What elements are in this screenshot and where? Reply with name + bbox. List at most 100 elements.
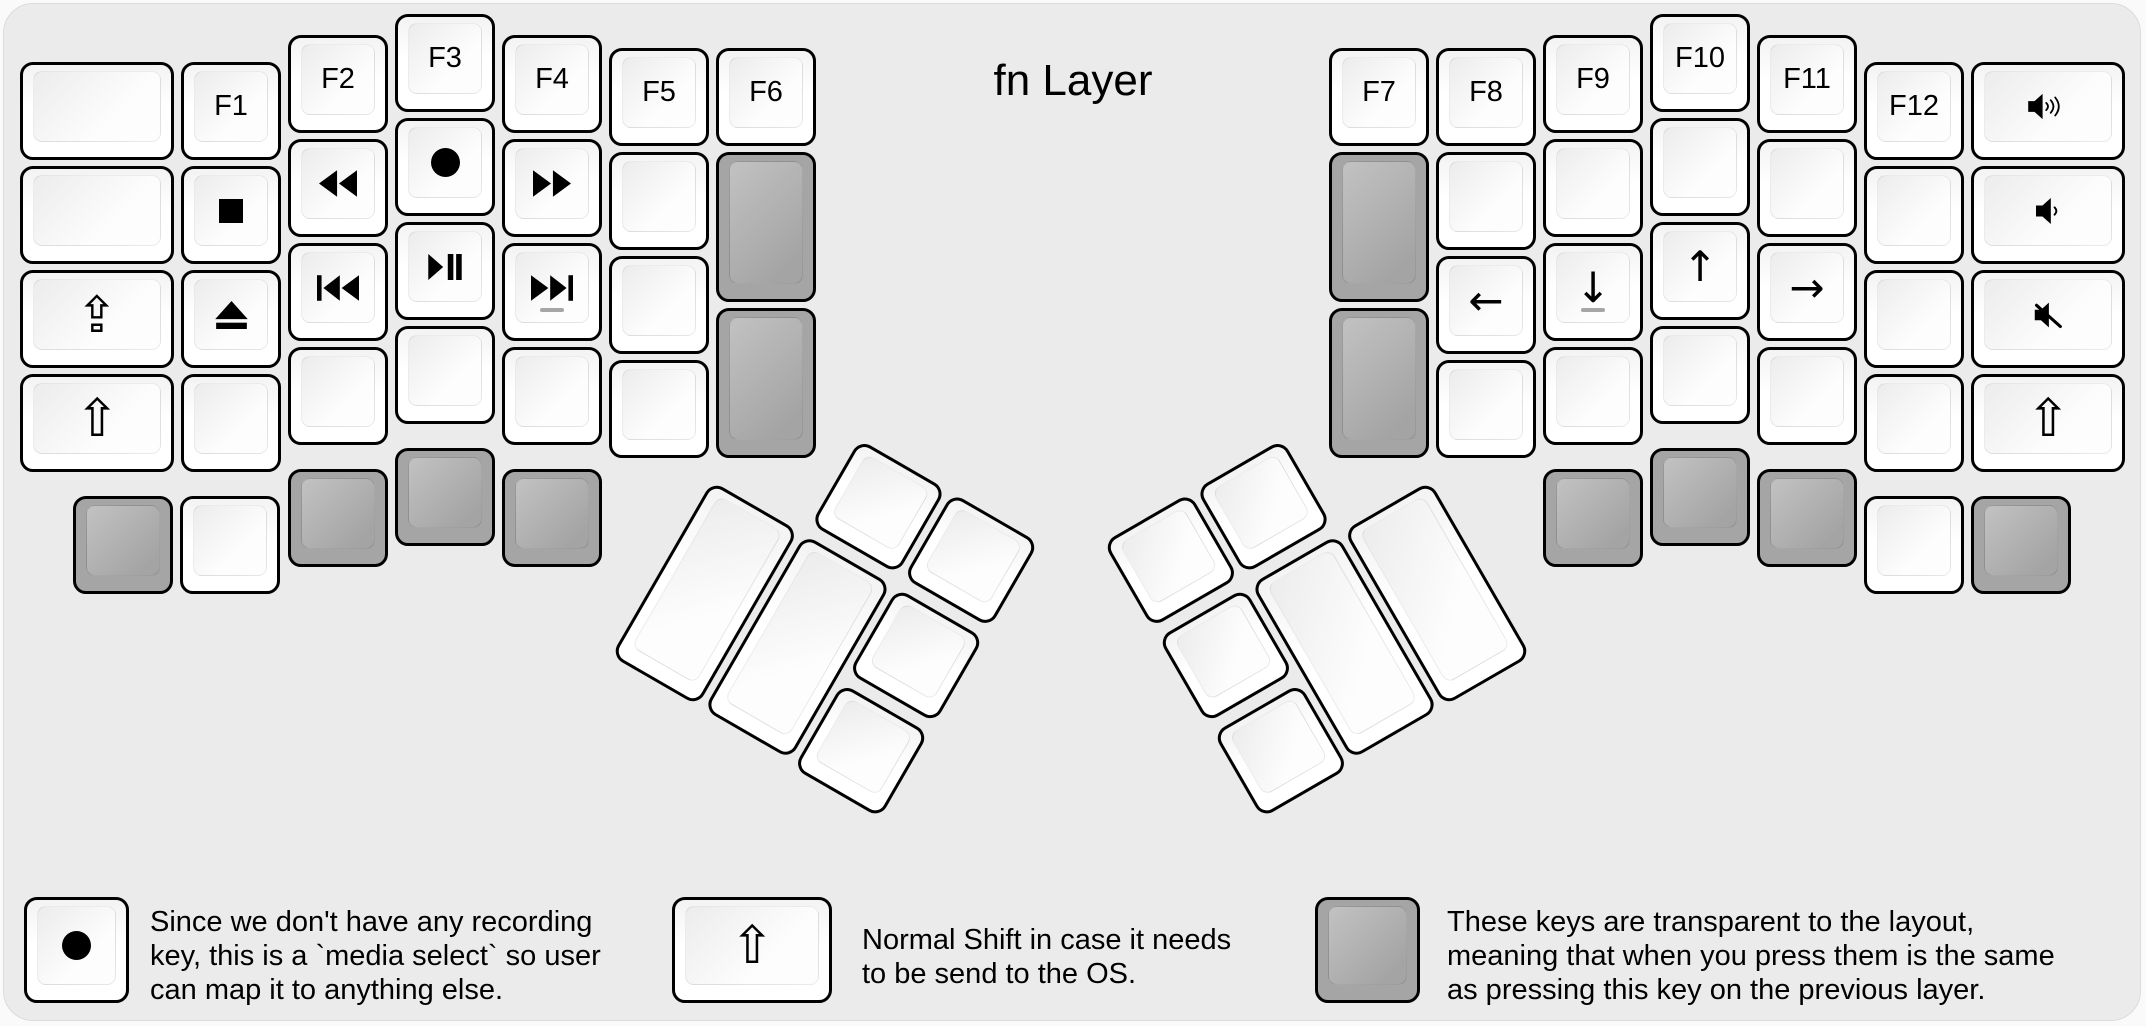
keytop: ⇧ xyxy=(33,383,161,454)
key-f2[interactable]: F2 xyxy=(288,35,388,133)
keytop: F3 xyxy=(408,23,482,94)
key-l-c1-r1[interactable] xyxy=(20,62,174,160)
key-l-c3-r5[interactable] xyxy=(288,469,388,567)
key-l-c7-tall2[interactable] xyxy=(716,308,816,458)
keytop xyxy=(515,148,589,219)
key-eject[interactable] xyxy=(181,270,281,368)
volume-up-icon xyxy=(2028,93,2060,120)
keytop: F2 xyxy=(301,44,375,115)
key-next-track[interactable] xyxy=(502,243,602,341)
key-l-c2-r4[interactable] xyxy=(181,374,281,472)
legend-key-media-select xyxy=(24,897,129,1003)
key-caps-lock[interactable]: ⇪ xyxy=(20,270,174,368)
key-r-c3-r4[interactable] xyxy=(1543,347,1643,445)
keytop xyxy=(622,369,696,440)
key-label: ↓ xyxy=(1575,262,1611,312)
keytop xyxy=(33,71,161,142)
keytop xyxy=(193,505,267,576)
key-r-c6-r4[interactable] xyxy=(1864,374,1964,472)
key-r-c3-r5[interactable] xyxy=(1543,469,1643,567)
key-l-c3-r4[interactable] xyxy=(288,347,388,445)
key-l-c1-r2[interactable] xyxy=(20,166,174,264)
key-f5[interactable]: F5 xyxy=(609,48,709,146)
key-arrow-down[interactable]: ↓ xyxy=(1543,243,1643,341)
legend-line: to be send to the OS. xyxy=(862,958,1137,990)
keytop xyxy=(1342,161,1416,284)
key-f10[interactable]: F10 xyxy=(1650,14,1750,112)
keytop xyxy=(408,127,482,198)
keytop xyxy=(37,906,116,985)
layer-title: fn Layer xyxy=(993,56,1153,105)
keytop xyxy=(1984,175,2112,246)
key-prev-track[interactable] xyxy=(288,243,388,341)
key-f12[interactable]: F12 xyxy=(1864,62,1964,160)
key-r-c1-tall2[interactable] xyxy=(1329,308,1429,458)
key-r-c5-r2[interactable] xyxy=(1757,139,1857,237)
key-volume-up[interactable] xyxy=(1971,62,2125,160)
key-f8[interactable]: F8 xyxy=(1436,48,1536,146)
key-f6[interactable]: F6 xyxy=(716,48,816,146)
play-pause-icon xyxy=(428,253,462,280)
key-label: → xyxy=(1789,262,1825,312)
key-r-bottom-white[interactable] xyxy=(1864,496,1964,594)
keytop: F12 xyxy=(1877,71,1951,142)
key-play-pause[interactable] xyxy=(395,222,495,320)
legend-line: meaning that when you press them is the … xyxy=(1447,940,2055,972)
key-l-c6-r2[interactable] xyxy=(609,152,709,250)
keytop xyxy=(1770,478,1844,549)
key-l-c7-tall1[interactable] xyxy=(716,152,816,302)
key-r-c6-r3[interactable] xyxy=(1864,270,1964,368)
key-rewind[interactable] xyxy=(288,139,388,237)
key-r-c4-r4[interactable] xyxy=(1650,326,1750,424)
record-icon xyxy=(62,931,91,960)
key-r-bottom-gray[interactable] xyxy=(1971,496,2071,594)
key-arrow-right[interactable]: → xyxy=(1757,243,1857,341)
key-arrow-left[interactable]: ← xyxy=(1436,256,1536,354)
key-l-c5-r5[interactable] xyxy=(502,469,602,567)
keytop: F4 xyxy=(515,44,589,115)
key-l-bottom2[interactable] xyxy=(180,496,280,594)
key-r-c2-r2[interactable] xyxy=(1436,152,1536,250)
key-l-c6-r3[interactable] xyxy=(609,256,709,354)
key-shift-right[interactable]: ⇧ xyxy=(1971,374,2125,472)
keytop: F11 xyxy=(1770,44,1844,115)
key-r-c2-r4[interactable] xyxy=(1436,360,1536,458)
key-arrow-up[interactable]: ↑ xyxy=(1650,222,1750,320)
key-r-c6-r2[interactable] xyxy=(1864,166,1964,264)
key-fast-forward[interactable] xyxy=(502,139,602,237)
key-l-c4-r4[interactable] xyxy=(395,326,495,424)
key-record[interactable] xyxy=(395,118,495,216)
key-r-c1-tall1[interactable] xyxy=(1329,152,1429,302)
key-stop[interactable] xyxy=(181,166,281,264)
key-f1[interactable]: F1 xyxy=(181,62,281,160)
key-label: F3 xyxy=(428,42,462,74)
key-f7[interactable]: F7 xyxy=(1329,48,1429,146)
key-r-c3-r2[interactable] xyxy=(1543,139,1643,237)
keytop xyxy=(1984,279,2112,350)
key-f11[interactable]: F11 xyxy=(1757,35,1857,133)
key-label: ← xyxy=(1468,275,1504,325)
key-l-c4-r5[interactable] xyxy=(395,448,495,546)
key-r-c5-r5[interactable] xyxy=(1757,469,1857,567)
key-mute[interactable] xyxy=(1971,270,2125,368)
key-r-c4-r2[interactable] xyxy=(1650,118,1750,216)
key-f9[interactable]: F9 xyxy=(1543,35,1643,133)
keytop xyxy=(1877,505,1951,576)
keytop xyxy=(1877,383,1951,454)
keytop: F6 xyxy=(729,57,803,128)
keytop xyxy=(622,161,696,232)
keytop xyxy=(408,231,482,302)
key-l-bottom1[interactable] xyxy=(73,496,173,594)
key-shift-left[interactable]: ⇧ xyxy=(20,374,174,472)
key-l-c6-r4[interactable] xyxy=(609,360,709,458)
key-f4[interactable]: F4 xyxy=(502,35,602,133)
keytop: F1 xyxy=(194,71,268,142)
key-r-c5-r4[interactable] xyxy=(1757,347,1857,445)
key-r-c4-r5[interactable] xyxy=(1650,448,1750,546)
key-l-c5-r4[interactable] xyxy=(502,347,602,445)
keytop xyxy=(194,279,268,350)
legend-transparent-text: These keys are transparent to the layout… xyxy=(1447,905,2055,1007)
keytop xyxy=(1877,279,1951,350)
key-f3[interactable]: F3 xyxy=(395,14,495,112)
key-volume-down[interactable] xyxy=(1971,166,2125,264)
